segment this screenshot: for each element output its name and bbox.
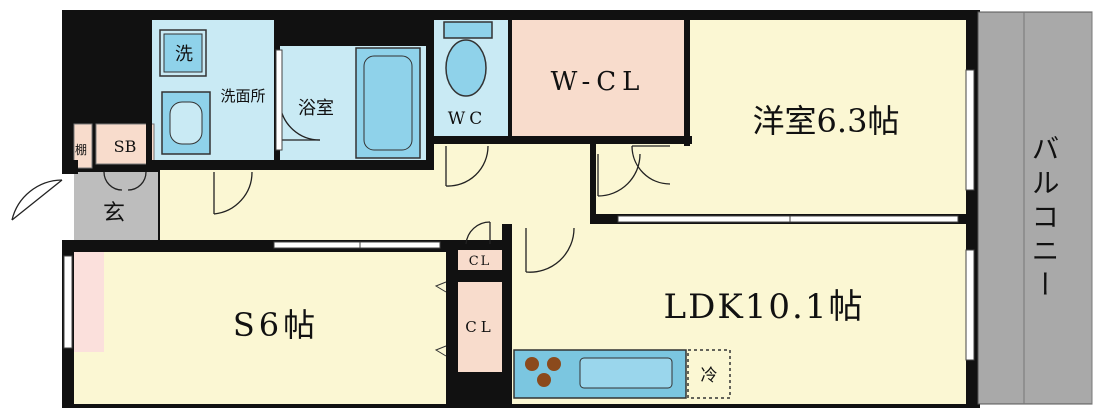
service-room-floor — [74, 252, 446, 404]
washroom-label: 洗面所 — [220, 87, 265, 105]
fridge-space — [687, 349, 731, 399]
closet-floor — [458, 282, 502, 372]
service-room-label: S6帖 — [233, 306, 319, 344]
western-room-floor — [690, 20, 966, 214]
shoe-box-label: SB — [114, 137, 137, 156]
balcony — [977, 11, 1093, 405]
shelf — [73, 123, 93, 169]
windows-and-sliders — [63, 49, 975, 361]
stove-burners — [525, 357, 561, 387]
entrance-floor — [74, 172, 158, 240]
walk-in-closet-floor — [512, 20, 684, 138]
window-pink — [74, 252, 104, 352]
shelf-label: 棚 — [75, 142, 87, 157]
toilet — [443, 21, 493, 97]
balcony-label: バルコニー — [1028, 134, 1061, 304]
bath-label: 浴室 — [298, 98, 334, 119]
wc-label: WC — [448, 109, 486, 129]
ldk-label: LDK10.1帖 — [664, 287, 865, 327]
walk-in-closet-label: W-CL — [551, 67, 646, 97]
closet-label: CL — [465, 318, 494, 336]
closet-small-floor — [458, 250, 502, 270]
fridge-label: 冷 — [701, 366, 718, 386]
washer-label: 洗 — [175, 44, 193, 65]
closet-small-label: CL — [469, 254, 492, 269]
shoe-box — [95, 123, 155, 165]
entrance-label: 玄 — [103, 201, 125, 226]
door-swings — [11, 103, 671, 273]
western-room-label: 洋室6.3帖 — [753, 102, 900, 140]
